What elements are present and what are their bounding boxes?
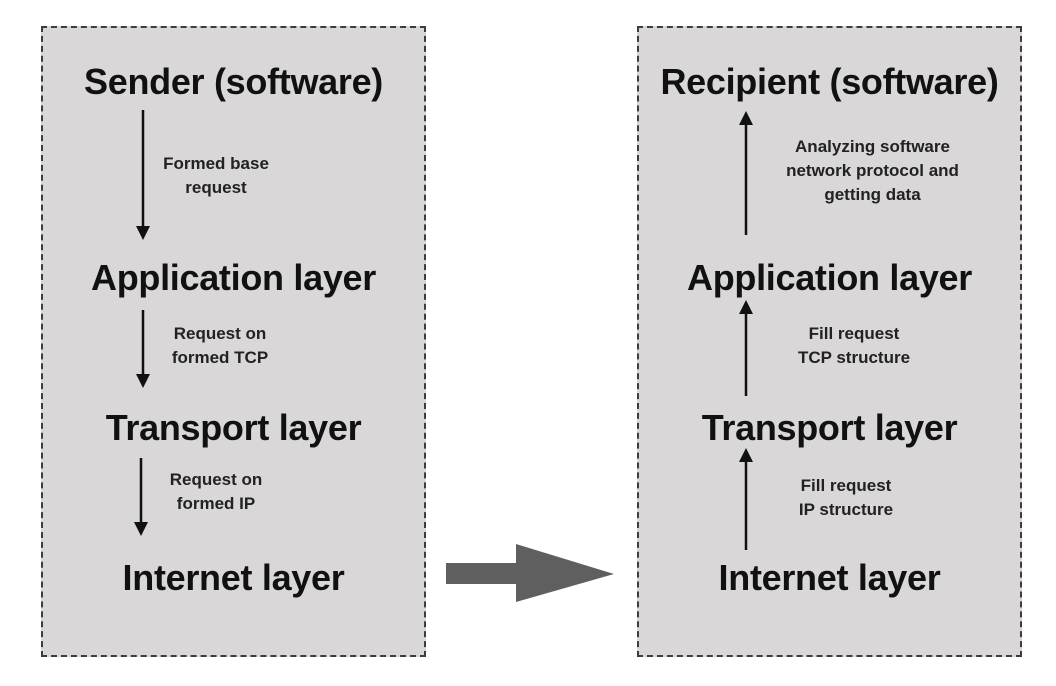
up-arrow-icon [739, 300, 753, 396]
right-arrow-icon [446, 544, 614, 602]
up-arrow-icon [739, 448, 753, 550]
sender-note-tcp: Request on formed TCP [171, 324, 269, 367]
recipient-note-tcp: Fill request TCP structure [797, 324, 911, 367]
sender-note-ip: Request on formed IP [169, 470, 263, 513]
down-arrow-icon [134, 458, 148, 536]
down-arrow-icon [136, 310, 150, 388]
recipient-internet-layer: Internet layer [718, 557, 941, 598]
recipient-note-analyzing: Analyzing software network protocol and … [786, 137, 959, 204]
recipient-application-layer: Application layer [687, 257, 972, 298]
sender-application-layer: Application layer [91, 257, 376, 298]
recipient-panel: Recipient (software) Analyzing software … [637, 26, 1022, 657]
sender-note-base-request: Formed base request [163, 154, 269, 197]
sender-title: Sender (software) [84, 61, 383, 102]
recipient-transport-layer: Transport layer [701, 407, 958, 448]
recipient-note-ip: Fill request IP structure [798, 476, 894, 519]
sender-transport-layer: Transport layer [105, 407, 362, 448]
recipient-title: Recipient (software) [660, 61, 999, 102]
sender-internet-layer: Internet layer [122, 557, 345, 598]
down-arrow-icon [136, 110, 150, 240]
up-arrow-icon [739, 111, 753, 235]
sender-panel: Sender (software) Formed base request Ap… [41, 26, 426, 657]
